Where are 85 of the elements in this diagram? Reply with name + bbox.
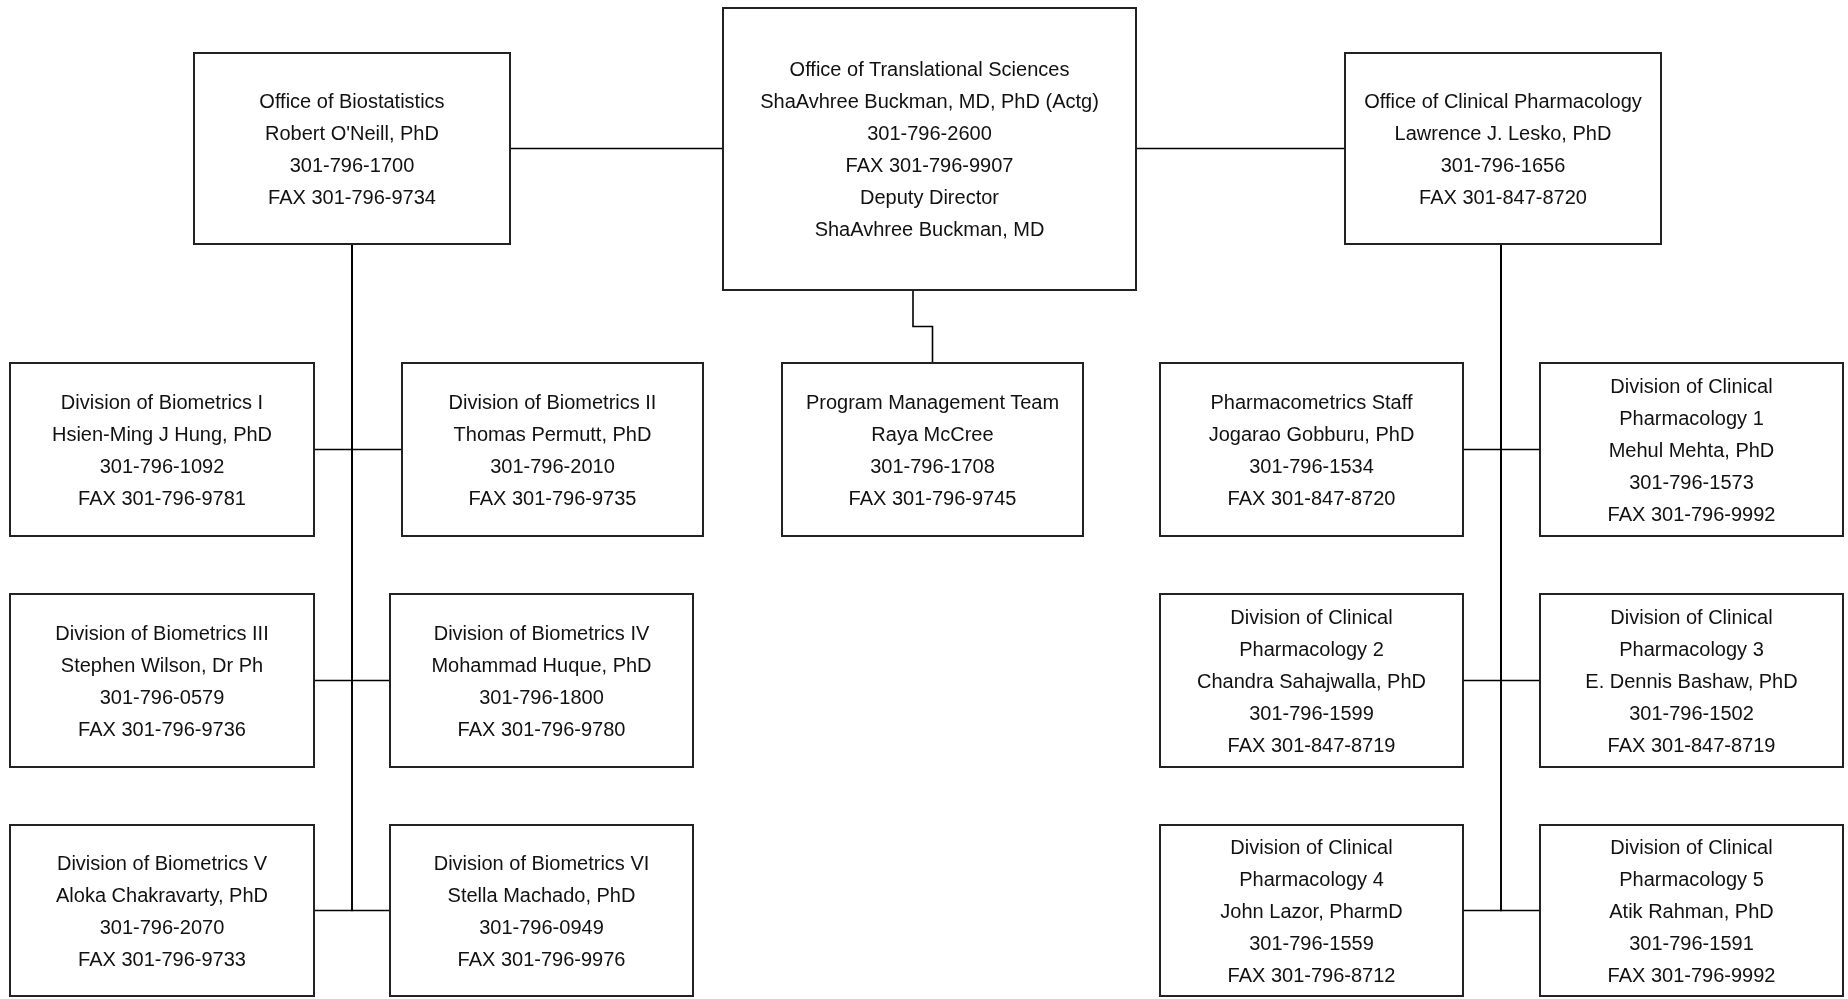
box-text: Pharmacometrics Staff [1210, 389, 1413, 415]
box-text: Division of Clinical Pharmacology 5 [1609, 834, 1774, 892]
box-text: Division of Biometrics III [55, 620, 269, 646]
box-text: 301-796-0949 [479, 914, 604, 940]
box-text: Program Management Team [805, 389, 1060, 415]
box-text: 301-796-1599 [1249, 700, 1374, 726]
org-box [389, 593, 694, 768]
org-box [1344, 52, 1662, 245]
box-text: Mohammad Huque, PhD [431, 652, 652, 678]
box-text: Division of Clinical Pharmacology 1 [1609, 373, 1774, 431]
box-text: Stella Machado, PhD [447, 882, 636, 908]
box-text: FAX 301-796-9992 [1607, 501, 1776, 527]
box-text: FAX 301-796-9781 [78, 485, 246, 511]
org-box [9, 824, 315, 997]
box-text: Division of Biometrics VI [433, 850, 650, 876]
connector-line [912, 290, 934, 363]
box-text: FAX 301-796-9736 [78, 716, 246, 742]
box-text: 301-796-1573 [1629, 469, 1754, 495]
box-text: ShaAvhree Buckman, MD [814, 217, 1045, 242]
box-text: FAX 301-796-9976 [457, 946, 626, 972]
box-text: Division of Biometrics V [56, 850, 268, 876]
box-text: E. Dennis Bashaw, PhD [1585, 668, 1798, 694]
org-box [9, 593, 315, 768]
box-text: Office of Translational Sciences [789, 57, 1070, 82]
box-text: Division of Biometrics IV [433, 620, 650, 646]
box-text: Aloka Chakravarty, PhD [56, 882, 268, 908]
org-box [1539, 593, 1844, 768]
box-text: 301-796-0579 [99, 684, 225, 710]
box-text: ShaAvhree Buckman, MD, PhD (Actg) [760, 89, 1099, 114]
box-text: Atik Rahman, PhD [1609, 898, 1774, 924]
box-text: Office of Clinical Pharmacology [1364, 88, 1642, 114]
org-box [722, 7, 1137, 291]
org-box [389, 824, 694, 997]
box-text: FAX 301-847-8720 [1419, 184, 1587, 210]
box-text: 301-796-1559 [1249, 930, 1374, 956]
box-text: FAX 301-796-9780 [457, 716, 626, 742]
box-text: Division of Biometrics I [60, 389, 264, 415]
connector-line [1136, 147, 1345, 150]
box-text: Raya McCree [871, 421, 994, 447]
box-text: Office of Biostatistics [259, 88, 445, 114]
box-text: FAX 301-847-8719 [1607, 732, 1776, 758]
org-box [1539, 362, 1844, 537]
box-text: 301-796-1591 [1629, 930, 1754, 956]
box-text: 301-796-1700 [289, 152, 415, 178]
box-text: Division of Clinical Pharmacology 2 [1229, 604, 1394, 662]
box-text: FAX 301-796-8712 [1227, 962, 1396, 988]
org-box [1539, 824, 1844, 997]
box-text: FAX 301-847-8719 [1227, 732, 1396, 758]
box-text: Chandra Sahajwalla, PhD [1197, 668, 1426, 694]
box-text: FAX 301-796-9745 [848, 485, 1017, 511]
org-box [781, 362, 1084, 537]
box-text: Division of Clinical Pharmacology 4 [1229, 834, 1394, 892]
org-box [193, 52, 511, 245]
box-text: Deputy Director [860, 185, 999, 210]
box-text: 301-796-1534 [1249, 453, 1374, 479]
connector-line [510, 147, 723, 150]
box-text: FAX 301-796-9735 [468, 485, 637, 511]
box-text: 301-796-1092 [99, 453, 225, 479]
box-text: 301-796-1656 [1440, 152, 1566, 178]
box-text: FAX 301-796-9734 [268, 184, 436, 210]
box-text: Hsien-Ming J Hung, PhD [51, 421, 273, 447]
box-text: FAX 301-847-8720 [1227, 485, 1396, 511]
org-box [401, 362, 704, 537]
box-text: Division of Biometrics II [448, 389, 657, 415]
box-text: FAX 301-796-9733 [78, 946, 246, 972]
box-text: Jogarao Gobburu, PhD [1208, 421, 1415, 447]
box-text: 301-796-2070 [99, 914, 225, 940]
org-box [9, 362, 315, 537]
box-text: Lawrence J. Lesko, PhD [1394, 120, 1612, 146]
box-text: Thomas Permutt, PhD [453, 421, 652, 447]
box-text: 301-796-1502 [1629, 700, 1754, 726]
org-box [1159, 824, 1464, 997]
box-text: Division of Clinical Pharmacology 3 [1609, 604, 1774, 662]
box-text: 301-796-2600 [867, 121, 992, 146]
box-text: Mehul Mehta, PhD [1608, 437, 1775, 463]
box-text: FAX 301-796-9992 [1607, 962, 1776, 988]
org-box [1159, 362, 1464, 537]
org-box [1159, 593, 1464, 768]
box-text: Robert O'Neill, PhD [265, 120, 439, 146]
box-text: 301-796-2010 [490, 453, 615, 479]
box-text: FAX 301-796-9907 [845, 153, 1014, 178]
box-text: 301-796-1708 [870, 453, 995, 479]
box-text: Stephen Wilson, Dr Ph [60, 652, 264, 678]
box-text: John Lazor, PharmD [1220, 898, 1403, 924]
box-text: 301-796-1800 [479, 684, 604, 710]
